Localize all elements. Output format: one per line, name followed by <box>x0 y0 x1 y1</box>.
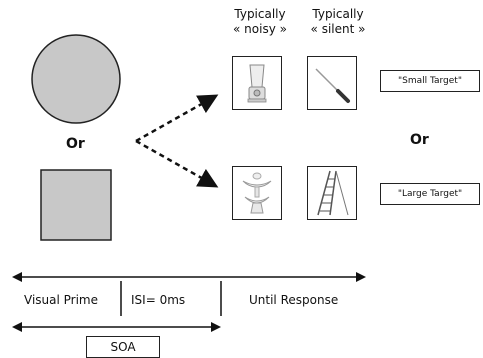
prime-circle <box>31 34 121 124</box>
header-silent: Typically « silent » <box>298 7 378 37</box>
screwdriver-icon <box>315 68 350 103</box>
timeline-until-response: Until Response <box>249 293 339 307</box>
header-silent-line2: « silent » <box>310 22 366 36</box>
picture-fountain <box>232 166 282 220</box>
response-large-target: "Large Target" <box>380 183 480 205</box>
header-noisy: Typically « noisy » <box>220 7 300 37</box>
dashed-arrow-up <box>135 94 219 143</box>
fountain-icon <box>242 172 272 214</box>
or-label-left: Or <box>66 136 85 152</box>
timeline-isi: ISI= 0ms <box>131 293 186 307</box>
header-noisy-line1: Typically <box>234 7 286 21</box>
prime-square <box>40 169 112 241</box>
blender-icon <box>247 64 267 103</box>
picture-blender <box>232 56 282 110</box>
header-silent-line1: Typically <box>312 7 364 21</box>
response-small-target: "Small Target" <box>380 70 480 92</box>
ladder-icon <box>317 170 349 216</box>
header-noisy-line2: « noisy » <box>233 22 287 36</box>
dashed-arrow-down <box>135 139 219 188</box>
soa-label: SOA <box>86 336 160 358</box>
picture-ladder <box>307 166 357 220</box>
timeline-visual-prime: Visual Prime <box>24 293 99 307</box>
picture-screwdriver <box>307 56 357 110</box>
or-label-right: Or <box>410 132 429 148</box>
